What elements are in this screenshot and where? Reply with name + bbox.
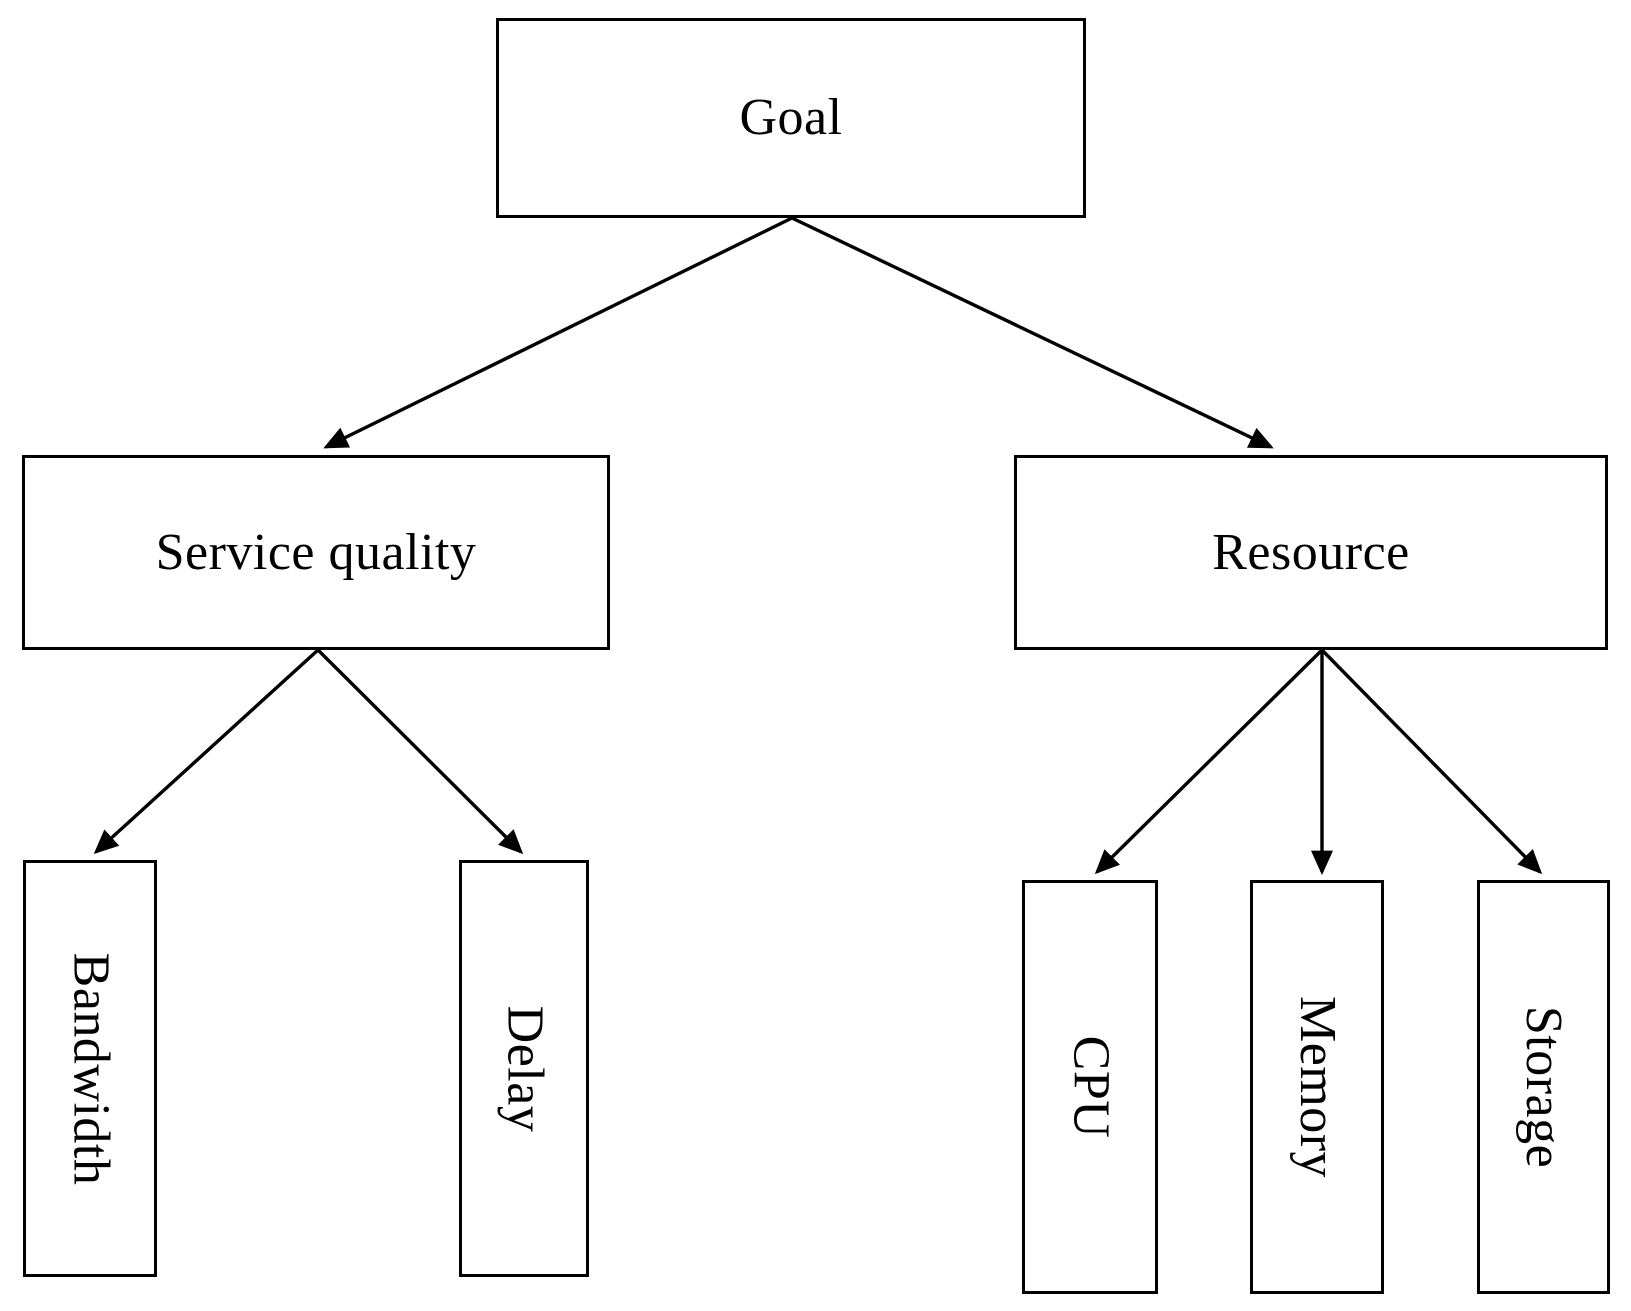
edge-goal-to-service-quality xyxy=(323,216,793,449)
edge-service-quality-to-delay xyxy=(316,648,524,855)
node-resource[interactable]: Resource xyxy=(1014,455,1608,650)
node-storage-label: Storage xyxy=(1515,1005,1573,1169)
node-bandwidth-label: Bandwidth xyxy=(62,952,119,1185)
node-memory-label: Memory xyxy=(1289,995,1346,1179)
node-resource-label: Resource xyxy=(1212,523,1410,581)
node-bandwidth[interactable]: Bandwidth xyxy=(23,860,157,1277)
edge-resource-to-storage xyxy=(1320,648,1543,875)
node-service-quality-label: Service quality xyxy=(155,523,477,581)
node-memory[interactable]: Memory xyxy=(1250,880,1384,1294)
edge-service-quality-to-bandwidth xyxy=(93,648,320,855)
edge-resource-to-cpu xyxy=(1094,648,1324,875)
node-storage[interactable]: Storage xyxy=(1477,880,1610,1294)
node-goal[interactable]: Goal xyxy=(496,18,1086,218)
node-cpu-label: CPU xyxy=(1062,1035,1119,1139)
edge-goal-to-resource xyxy=(791,216,1274,449)
node-delay[interactable]: Delay xyxy=(459,860,589,1277)
node-cpu[interactable]: CPU xyxy=(1022,880,1158,1294)
node-service-quality[interactable]: Service quality xyxy=(22,455,610,650)
node-delay-label: Delay xyxy=(496,1005,554,1132)
node-goal-label: Goal xyxy=(739,89,843,146)
